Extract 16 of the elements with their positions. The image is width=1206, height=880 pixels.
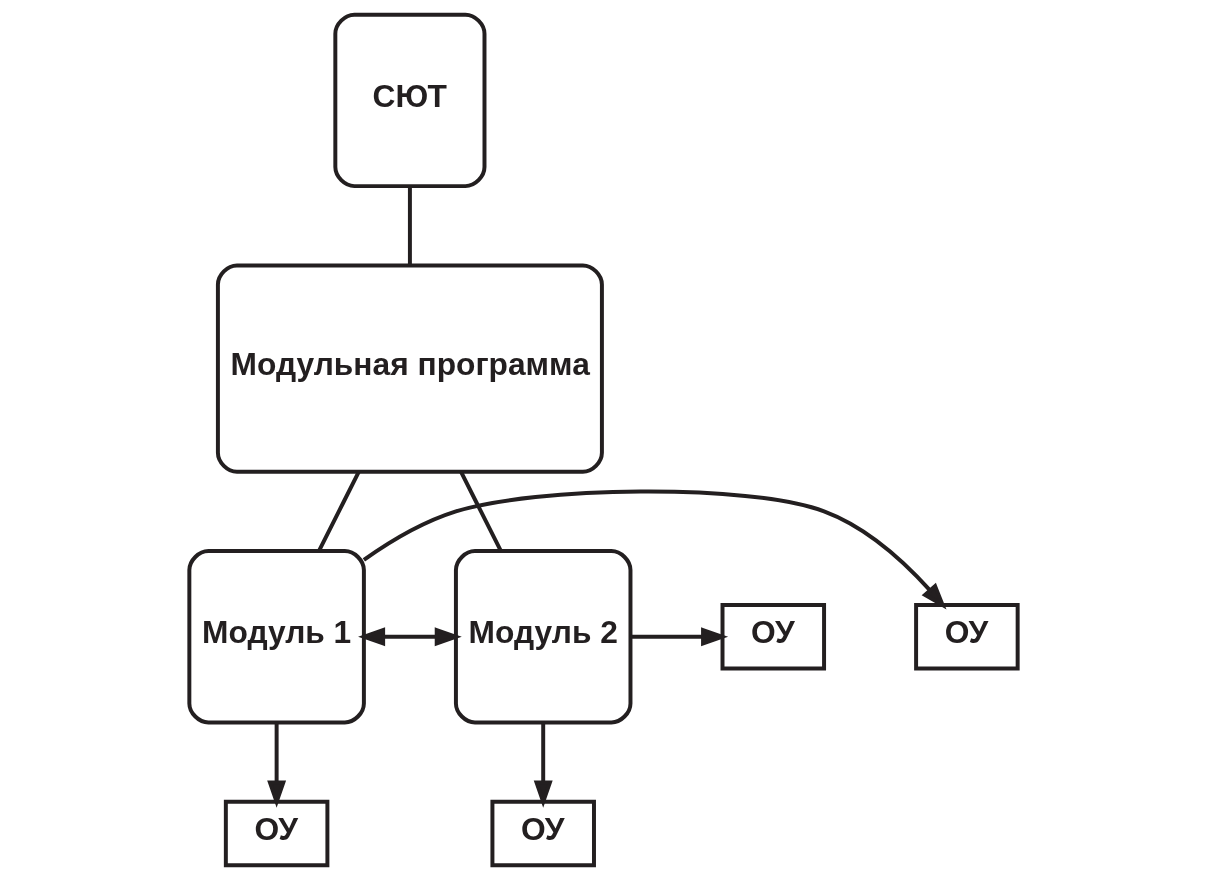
connector	[316, 471, 361, 552]
connector	[407, 186, 412, 266]
node-box: Модульная программа	[215, 263, 604, 474]
node-box: СЮТ	[332, 12, 486, 189]
arrow	[533, 722, 553, 808]
node-box: ОУ	[913, 603, 1020, 671]
arrow	[630, 627, 728, 647]
node-box: Модуль 1	[186, 549, 366, 725]
node-box: ОУ	[223, 799, 329, 868]
node-box: Модуль 2	[453, 549, 632, 725]
arrow	[362, 489, 946, 610]
arrow	[266, 722, 286, 808]
node-box: ОУ	[489, 799, 596, 868]
arrow	[357, 627, 462, 647]
connector	[458, 471, 503, 552]
node-box: ОУ	[720, 603, 826, 671]
